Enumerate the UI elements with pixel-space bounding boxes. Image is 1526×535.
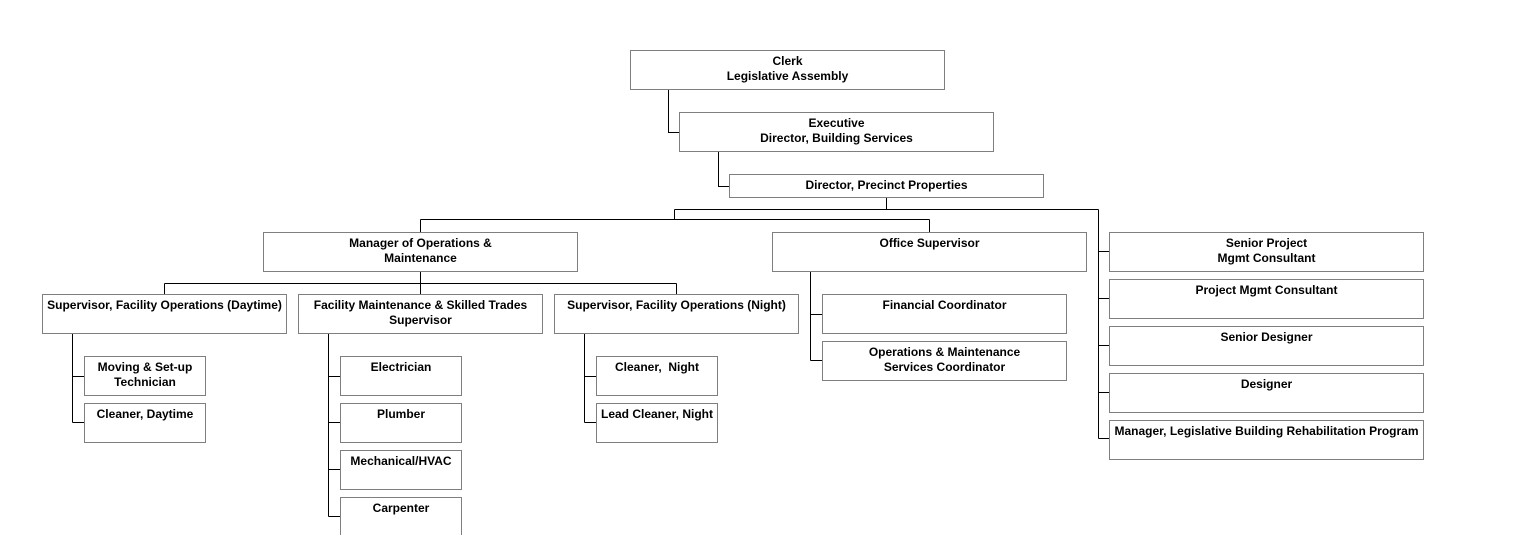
- connector-executive-director: [718, 152, 730, 187]
- box-operations-coordinator: Operations & Maintenance Services Coordi…: [822, 341, 1067, 381]
- box-manager-rehabilitation: Manager, Legislative Building Rehabilita…: [1109, 420, 1424, 460]
- box-facility-trades-supervisor: Facility Maintenance & Skilled Trades Su…: [298, 294, 543, 334]
- connector-clerk-executive: [668, 90, 680, 133]
- plumber-title: Plumber: [376, 407, 425, 421]
- box-designer: Designer: [1109, 373, 1424, 413]
- supervisor-night-title: Supervisor, Facility Operations (Night): [567, 298, 786, 312]
- ops-coord-subtitle: Services Coordinator: [883, 360, 1006, 374]
- moving-tech-subtitle: Technician: [114, 375, 176, 389]
- designer-title: Designer: [1240, 377, 1293, 391]
- manager-rehab-title: Manager, Legislative Building Rehabilita…: [1114, 424, 1419, 438]
- facility-trades-title: Facility Maintenance & Skilled Trades: [313, 298, 528, 312]
- executive-title: Executive: [808, 116, 865, 130]
- senior-pm-subtitle: Mgmt Consultant: [1217, 251, 1316, 265]
- manager-ops-title: Manager of Operations &: [349, 236, 492, 250]
- mechanical-title: Mechanical/HVAC: [350, 454, 452, 468]
- executive-subtitle: Director, Building Services: [760, 131, 913, 145]
- connector-bus-left: [420, 209, 930, 232]
- box-project-consultant: Project Mgmt Consultant: [1109, 279, 1424, 319]
- cleaner-night-title: Cleaner, Night: [614, 360, 700, 374]
- box-manager-operations: Manager of Operations & Maintenance: [263, 232, 578, 272]
- connector-trades-children: [328, 334, 341, 517]
- box-cleaner-daytime: Cleaner, Daytime: [84, 403, 206, 443]
- connector-office-children: [810, 272, 823, 361]
- financial-coord-title: Financial Coordinator: [882, 298, 1007, 312]
- box-financial-coordinator: Financial Coordinator: [822, 294, 1067, 334]
- box-office-supervisor: Office Supervisor: [772, 232, 1087, 272]
- connector-right-branch: [1098, 209, 1110, 439]
- box-electrician: Electrician: [340, 356, 462, 396]
- cleaner-daytime-title: Cleaner, Daytime: [96, 407, 194, 421]
- connector-night-children: [584, 334, 597, 423]
- electrician-title: Electrician: [370, 360, 432, 374]
- manager-ops-subtitle: Maintenance: [384, 251, 457, 265]
- pm-consultant-title: Project Mgmt Consultant: [1195, 283, 1338, 297]
- box-senior-project-consultant: Senior Project Mgmt Consultant: [1109, 232, 1424, 272]
- clerk-title: Clerk: [772, 54, 803, 68]
- box-clerk: Clerk Legislative Assembly: [630, 50, 945, 90]
- moving-tech-title: Moving & Set-up: [97, 360, 193, 374]
- carpenter-title: Carpenter: [372, 501, 430, 515]
- box-supervisor-night: Supervisor, Facility Operations (Night): [554, 294, 799, 334]
- ops-coord-title: Operations & Maintenance: [868, 345, 1021, 359]
- box-carpenter: Carpenter: [340, 497, 462, 535]
- connector-manager-supervisors: [164, 272, 677, 294]
- box-supervisor-daytime: Supervisor, Facility Operations (Daytime…: [42, 294, 287, 334]
- box-cleaner-night: Cleaner, Night: [596, 356, 718, 396]
- connector-daytime-children: [72, 334, 85, 423]
- box-lead-cleaner-night: Lead Cleaner, Night: [596, 403, 718, 443]
- lead-cleaner-title: Lead Cleaner, Night: [600, 407, 714, 421]
- supervisor-daytime-title: Supervisor, Facility Operations (Daytime…: [47, 298, 282, 312]
- facility-trades-subtitle: Supervisor: [389, 313, 452, 327]
- clerk-subtitle: Legislative Assembly: [726, 69, 849, 83]
- box-moving-technician: Moving & Set-up Technician: [84, 356, 206, 396]
- box-senior-designer: Senior Designer: [1109, 326, 1424, 366]
- senior-pm-title: Senior Project: [1225, 236, 1308, 250]
- box-executive-director: Executive Director, Building Services: [679, 112, 994, 152]
- box-director-precinct: Director, Precinct Properties: [729, 174, 1044, 198]
- office-supervisor-title: Office Supervisor: [879, 236, 980, 250]
- director-precinct-title: Director, Precinct Properties: [805, 178, 968, 192]
- box-mechanical-hvac: Mechanical/HVAC: [340, 450, 462, 490]
- senior-designer-title: Senior Designer: [1220, 330, 1313, 344]
- box-plumber: Plumber: [340, 403, 462, 443]
